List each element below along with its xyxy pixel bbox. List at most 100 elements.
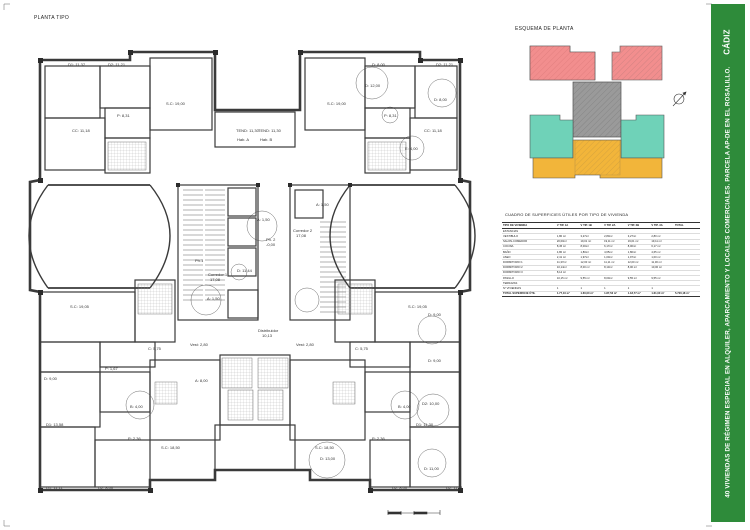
apartment-top-right [304, 57, 458, 174]
table-cell: 2,80 m² [650, 233, 674, 240]
room-label: D2: 11,11 [446, 485, 464, 490]
apartment-bottom-right [289, 359, 461, 488]
table-cell: TOTAL SUPERFICIE ÚTIL [502, 290, 556, 297]
room-label: S.C: 18,50 [315, 445, 335, 450]
room-label: D: 8,00 [372, 62, 386, 67]
room-label: Distribuidor [258, 328, 279, 333]
room-label: S.C: 19,05 [408, 304, 428, 309]
table-cell: 20,00m² [555, 239, 580, 245]
light-court-right [329, 184, 351, 289]
room-label: P: 1,67 [105, 366, 118, 371]
table-cell: 1.87,53 m² [603, 290, 627, 297]
table-cell: 8,00 m² [579, 265, 604, 271]
table-cell: DORMITORIO 1 [502, 259, 556, 266]
room-label: 17,08 [296, 233, 307, 238]
table-header-cell: TOTAL [673, 221, 700, 230]
room-label: D1: 11,30 [416, 422, 434, 427]
table-cell: TERRAZAS [502, 280, 556, 287]
room-label: Hab. B [260, 137, 273, 142]
room-label: A: 1,50 [316, 202, 329, 207]
table-header-cell: V TIP. 3A [650, 221, 674, 230]
room-label: D1: 11,11 [46, 485, 64, 490]
table-cell [555, 228, 580, 235]
table-cell: 8,13m² [603, 265, 627, 271]
table-row: ESTANCIAS [502, 228, 700, 235]
room-label: TEND: 11,30 [258, 128, 282, 133]
table-cell [673, 239, 700, 245]
table-cell: 1,00m² [603, 254, 627, 261]
room-label: D: 13,00 [320, 456, 336, 461]
table-cell: 3,27m² [626, 233, 651, 240]
table-cell: 8,45 m² [555, 244, 580, 251]
key-block-coral-left [529, 45, 596, 81]
table-cell: 1.60,00 m² [579, 290, 604, 297]
room-label: Corredor 2 [293, 228, 313, 233]
table-cell [673, 233, 700, 240]
table-cell: COCINA [502, 244, 556, 251]
key-block-teal-left [529, 114, 574, 159]
room-label: P: 2,36 [372, 436, 385, 441]
table-cell: 19,01 m² [579, 239, 604, 245]
table-cell: 1,97m² [579, 254, 604, 261]
scale-bar [387, 510, 441, 515]
table-cell [603, 228, 627, 235]
room-label: Hab. A [237, 137, 249, 142]
title-band [711, 4, 745, 522]
table-cell: 1,80m² [579, 249, 604, 256]
table-cell [626, 270, 651, 277]
areas-table-title: CUADRO DE SUPERFICIES ÚTILES POR TIPO DE… [505, 212, 629, 217]
stair-left [183, 189, 225, 301]
table-cell [650, 228, 674, 235]
plan-title: PLANTA TIPO [34, 15, 70, 21]
wet-areas [107, 141, 407, 421]
apartment-mid-left [39, 279, 176, 373]
table-header-cell: V TIP. 2B [626, 221, 651, 230]
key-block-teal-right [620, 114, 665, 159]
room-label: -0,00 [266, 242, 276, 247]
table-cell [673, 265, 700, 271]
room-label: Ph.1 [195, 258, 204, 263]
table-cell: ASEO [502, 254, 556, 261]
room-label: C: 5,75 [148, 346, 162, 351]
table-cell: 9,55 m² [626, 275, 651, 282]
project-city: CÁDIZ [722, 29, 732, 55]
room-label: D1: 13,58 [46, 422, 64, 427]
table-cell: DORMITORIO 2 [502, 265, 556, 271]
room-label: D2: 8,00 [392, 485, 408, 490]
table-cell [555, 280, 580, 287]
key-plan-title: ESQUEMA DE PLANTA [515, 26, 574, 32]
table-cell: 4,65 m² [650, 249, 674, 256]
key-orange-hatch [574, 139, 621, 176]
room-label: 10,13 [262, 333, 273, 338]
table-cell: 10,15 m² [555, 275, 580, 282]
room-label: B: 4,00 [398, 404, 411, 409]
room-label: A: 1,50 [257, 217, 270, 222]
table-cell [650, 270, 674, 277]
room-label: D: 12,00 [365, 83, 381, 88]
table-cell: 4,80 m² [555, 249, 580, 256]
room-label: Vest: 2,80 [190, 342, 209, 347]
table-cell: PASILLO [502, 275, 556, 282]
key-plan [529, 45, 665, 179]
light-court-right-arc [454, 184, 476, 289]
room-label: P: 8,31 [117, 113, 130, 118]
table-cell: 8,14 m² [555, 270, 580, 277]
room-label: D2: 11,21 [436, 62, 454, 67]
table-cell: 10,00 m² [650, 265, 674, 271]
table-cell [579, 270, 604, 277]
table-cell [579, 228, 604, 235]
apartment-top-left [44, 57, 296, 174]
table-cell [626, 228, 651, 235]
room-label: 17,08 [210, 277, 221, 282]
table-header-cell: V TIP. 1B [579, 221, 604, 230]
table-cell [673, 270, 700, 277]
table-cell [579, 280, 604, 287]
room-label: CC: 11,18 [424, 128, 442, 133]
